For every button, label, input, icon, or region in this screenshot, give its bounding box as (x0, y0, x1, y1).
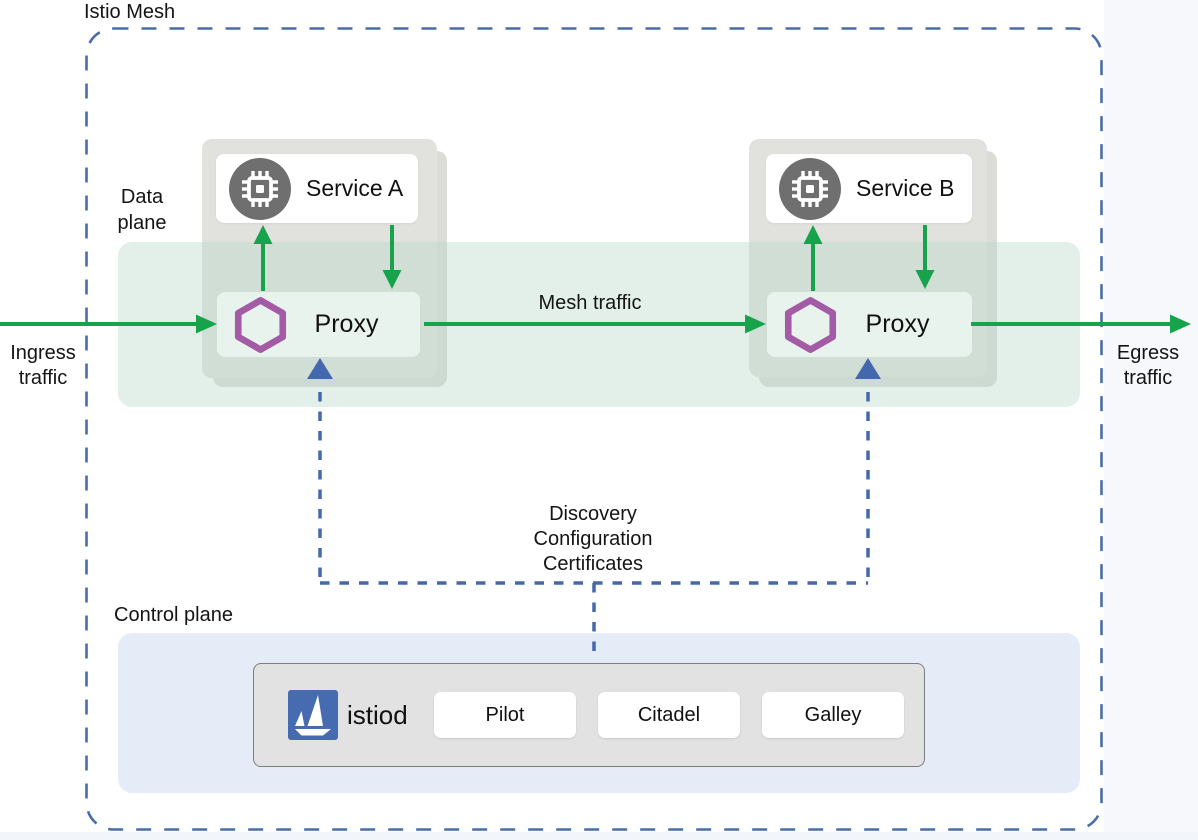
envoy-hexagon-icon (784, 295, 837, 355)
config-channel-label: Discovery Configuration Certificates (493, 502, 693, 577)
istio-logo-icon (288, 690, 338, 740)
config-line-configuration: Configuration (533, 528, 653, 550)
microchip-icon (229, 157, 291, 220)
istiod-label: istiod (347, 699, 408, 730)
page-margin-right (1104, 0, 1198, 840)
mesh-title: Istio Mesh (84, 1, 176, 23)
service-b-label: Service B (856, 175, 955, 201)
data-plane-label: Data plane (117, 186, 167, 234)
envoy-hexagon-icon (234, 295, 287, 355)
component-box-galley: Galley (762, 692, 904, 738)
proxy-a-label: Proxy (314, 310, 379, 338)
egress-traffic-label: Egress traffic (1116, 342, 1180, 389)
control-plane-label: Control plane (114, 604, 233, 626)
proxy-b-box: Proxy (767, 292, 972, 357)
component-box-citadel: Citadel (598, 692, 740, 738)
service-b-box: Service B (766, 154, 972, 223)
istiod-components: Pilot Citadel Galley (434, 692, 904, 738)
config-line-certificates: Certificates (542, 553, 644, 575)
service-a-box: Service A (216, 154, 418, 223)
proxy-b-label: Proxy (865, 310, 930, 338)
page-margin-bottom (0, 832, 1198, 840)
service-a-label: Service A (306, 175, 404, 201)
proxy-a-box: Proxy (217, 292, 420, 357)
ingress-traffic-label: Ingress traffic (10, 342, 76, 389)
mesh-traffic-label: Mesh traffic (538, 292, 642, 314)
microchip-icon (779, 157, 841, 220)
config-line-discovery: Discovery (549, 503, 637, 525)
component-box-pilot: Pilot (434, 692, 576, 738)
